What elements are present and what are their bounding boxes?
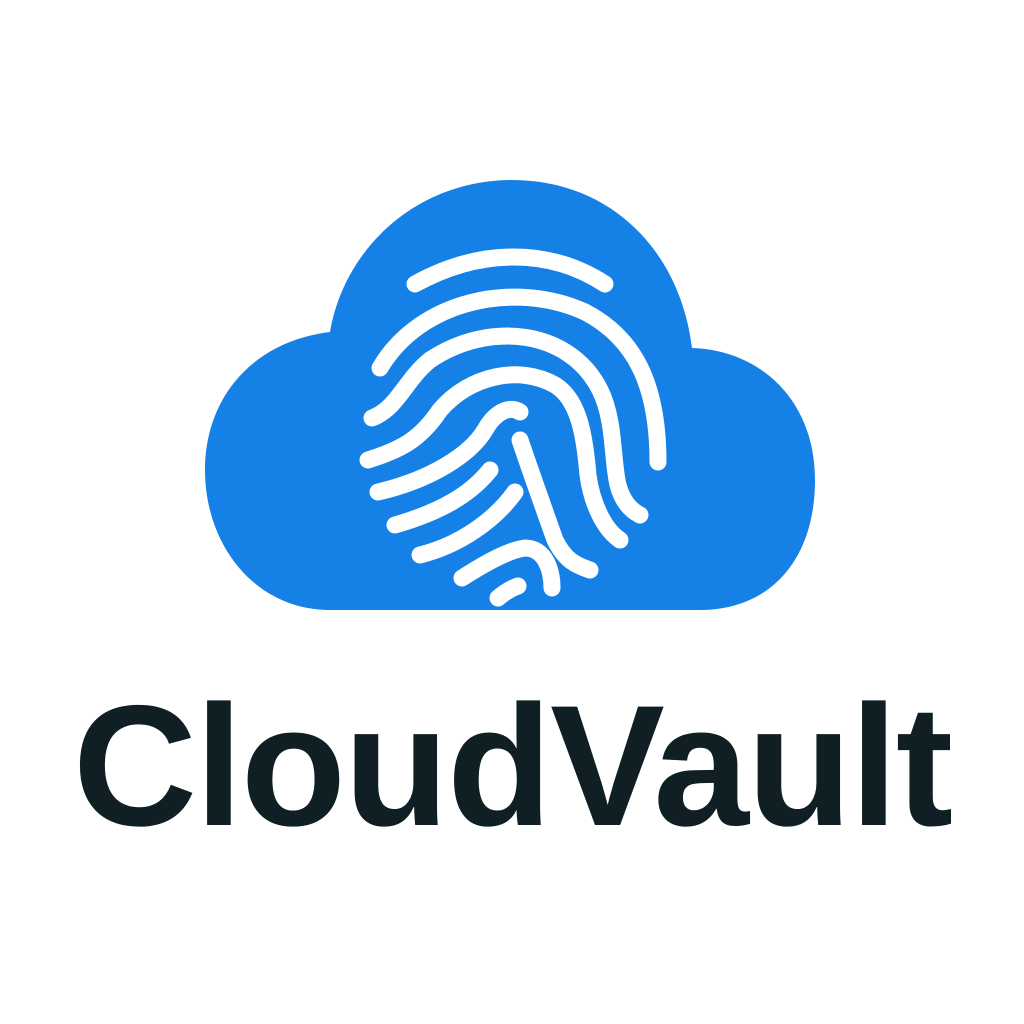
brand-wordmark: CloudVault: [72, 670, 953, 862]
fingerprint-icon: [359, 248, 667, 607]
cloud-fingerprint-icon: [205, 180, 815, 610]
cloud-shape: [205, 180, 815, 610]
